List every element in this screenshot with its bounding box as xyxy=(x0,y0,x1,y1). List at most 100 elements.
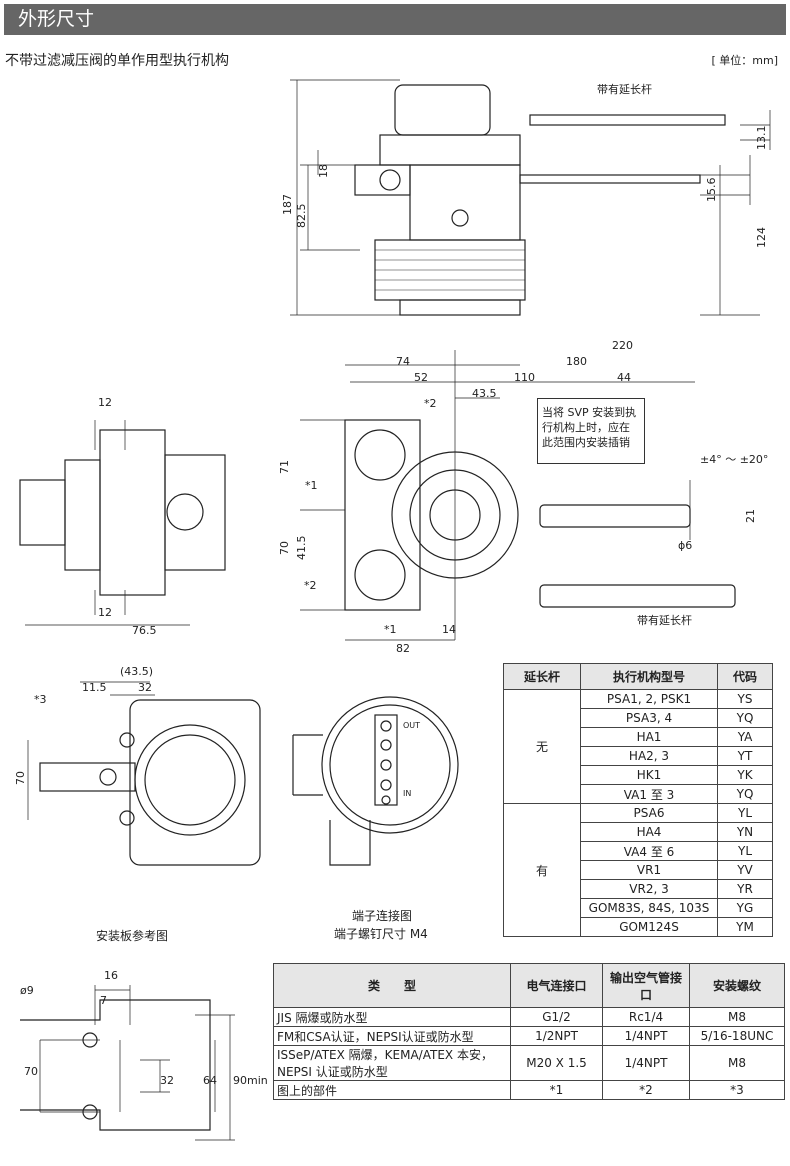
actuator-model: VA4 至 6 xyxy=(580,841,718,861)
actuator-model: PSA1, 2, PSK1 xyxy=(580,689,718,709)
dim-41-5: 41.5 xyxy=(295,535,308,561)
code: YR xyxy=(717,879,773,899)
top-view-drawing xyxy=(290,79,771,316)
actuator-model: GOM83S, 84S, 103S xyxy=(580,898,718,918)
col-type: 类 型 xyxy=(273,963,511,1008)
note-star2-b: *2 xyxy=(304,579,317,592)
code: YQ xyxy=(717,708,773,728)
air-port: 1/4NPT xyxy=(602,1045,690,1081)
col-code: 代码 xyxy=(717,663,773,690)
dim-82: 82 xyxy=(396,642,410,655)
electrical-port: M20 X 1.5 xyxy=(510,1045,603,1081)
dim-180: 180 xyxy=(566,355,587,368)
col-air-port: 输出空气管接口 xyxy=(602,963,690,1008)
dim-7: 7 xyxy=(100,994,107,1007)
dim-14: 14 xyxy=(442,623,456,636)
dim-16: 16 xyxy=(104,969,118,982)
dim-11-5: 11.5 xyxy=(82,681,107,694)
air-port: Rc1/4 xyxy=(602,1007,690,1027)
terminal-diagram xyxy=(292,696,459,866)
dim-52: 52 xyxy=(414,371,428,384)
dim-32-bracket: 32 xyxy=(160,1074,174,1087)
page-subtitle: 不带过滤减压阀的单作用型执行机构 xyxy=(5,53,229,69)
mounting-plate-drawing xyxy=(27,681,261,866)
dim-44: 44 xyxy=(617,371,631,384)
actuator-model: GOM124S xyxy=(580,917,718,937)
dim-phi6: ϕ6 xyxy=(678,539,693,552)
code: YN xyxy=(717,822,773,842)
dim-124: 124 xyxy=(755,227,768,248)
dim-13-1: 13.1 xyxy=(755,125,768,151)
dim-phi9: ø9 xyxy=(20,984,34,997)
code: YQ xyxy=(717,784,773,804)
electrical-port: 1/2NPT xyxy=(510,1026,603,1046)
code: YM xyxy=(717,917,773,937)
note-star1-b: *1 xyxy=(384,623,397,636)
dim-70-plate: 70 xyxy=(14,771,27,785)
actuator-model: HK1 xyxy=(580,765,718,785)
electrical-port: G1/2 xyxy=(510,1007,603,1027)
dim-12-bottom: 12 xyxy=(98,606,112,619)
bracket-drawing xyxy=(20,985,235,1141)
dim-32: 32 xyxy=(138,681,152,694)
dim-71: 71 xyxy=(278,460,291,474)
mount-thread: *3 xyxy=(689,1080,785,1100)
dim-74: 74 xyxy=(396,355,410,368)
terminal-out-label: OUT xyxy=(403,721,421,730)
terminal-caption: 端子连接图 xyxy=(352,909,413,923)
dim-82-5: 82.5 xyxy=(295,203,308,229)
dim-21: 21 xyxy=(744,509,757,523)
dim-76-5: 76.5 xyxy=(132,624,157,637)
plate-caption: 安装板参考图 xyxy=(96,929,169,943)
front-ext-rod-label: 带有延长杆 xyxy=(637,614,692,627)
code: YL xyxy=(717,803,773,823)
type: 图上的部件 xyxy=(273,1080,511,1100)
dim-43-5-ref: (43.5) xyxy=(120,665,154,678)
mount-thread: 5/16-18UNC xyxy=(689,1026,785,1046)
col-electrical: 电气连接口 xyxy=(510,963,603,1008)
mount-thread: M8 xyxy=(689,1007,785,1027)
air-port: 1/4NPT xyxy=(602,1026,690,1046)
air-port: *2 xyxy=(602,1080,690,1100)
actuator-model: PSA3, 4 xyxy=(580,708,718,728)
dim-64: 64 xyxy=(203,1074,217,1087)
section-header: 外形尺寸 xyxy=(4,4,786,35)
code: YL xyxy=(717,841,773,861)
note-star1-a: *1 xyxy=(305,479,318,492)
actuator-model: VA1 至 3 xyxy=(580,784,718,804)
col-mount-thread: 安装螺纹 xyxy=(689,963,785,1008)
actuator-model: HA2, 3 xyxy=(580,746,718,766)
col-actuator-model: 执行机构型号 xyxy=(580,663,718,690)
type: ISSeP/ATEX 隔爆，KEMA/ATEX 本安，NEPSI 认证或防水型 xyxy=(273,1045,511,1081)
top-ext-rod-label: 带有延长杆 xyxy=(597,83,652,96)
code: YT xyxy=(717,746,773,766)
terminal-in-label: IN xyxy=(403,789,412,798)
note-star2-a: *2 xyxy=(424,397,437,410)
dim-43-5: 43.5 xyxy=(472,387,497,400)
dim-15-6: 15.6 xyxy=(705,177,718,203)
actuator-model: HA1 xyxy=(580,727,718,747)
terminal-screw-caption: 端子螺钉尺寸 M4 xyxy=(334,927,428,941)
type: FM和CSA认证，NEPSI认证或防水型 xyxy=(273,1026,511,1046)
ext-rod-group: 有 xyxy=(503,803,581,937)
front-view-drawing xyxy=(300,350,736,641)
dim-110: 110 xyxy=(514,371,535,384)
code: YG xyxy=(717,898,773,918)
dim-70-bracket: 70 xyxy=(24,1065,38,1078)
side-view-drawing xyxy=(19,420,226,626)
type: JIS 隔爆或防水型 xyxy=(273,1007,511,1027)
